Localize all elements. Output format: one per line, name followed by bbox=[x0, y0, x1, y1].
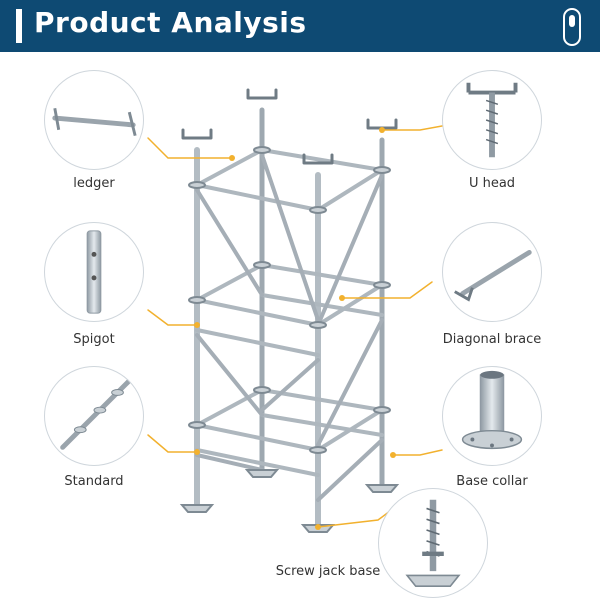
page-title: Product Analysis bbox=[34, 6, 307, 39]
header-accent-bar bbox=[16, 9, 22, 43]
ledger-circle bbox=[44, 70, 144, 170]
screw-jack-base-label: Screw jack base bbox=[275, 564, 381, 579]
ledger-icon bbox=[52, 107, 137, 137]
spigot-icon bbox=[86, 230, 102, 314]
diagonal-brace-icon bbox=[454, 249, 532, 302]
spigot-circle bbox=[44, 222, 144, 322]
u-head-circle bbox=[442, 70, 542, 170]
screw-jack-base-icon bbox=[405, 499, 461, 588]
pill-logo-icon bbox=[563, 8, 581, 46]
standard-circle bbox=[44, 366, 144, 466]
base-collar-label: Base collar bbox=[456, 474, 528, 489]
base-collar-circle bbox=[442, 366, 542, 466]
u-head-label: U head bbox=[468, 176, 516, 191]
ledger-label: ledger bbox=[73, 176, 115, 191]
standard-icon bbox=[60, 378, 132, 450]
spigot-label: Spigot bbox=[73, 332, 115, 347]
u-head-icon bbox=[466, 82, 518, 158]
header-banner: Product Analysis bbox=[0, 0, 600, 52]
base-collar-icon bbox=[461, 370, 523, 450]
standard-label: Standard bbox=[64, 474, 124, 489]
diagonal-brace-circle bbox=[442, 222, 542, 322]
screw-jack-base-circle bbox=[378, 488, 488, 598]
diagonal-brace-label: Diagonal brace bbox=[442, 332, 542, 347]
